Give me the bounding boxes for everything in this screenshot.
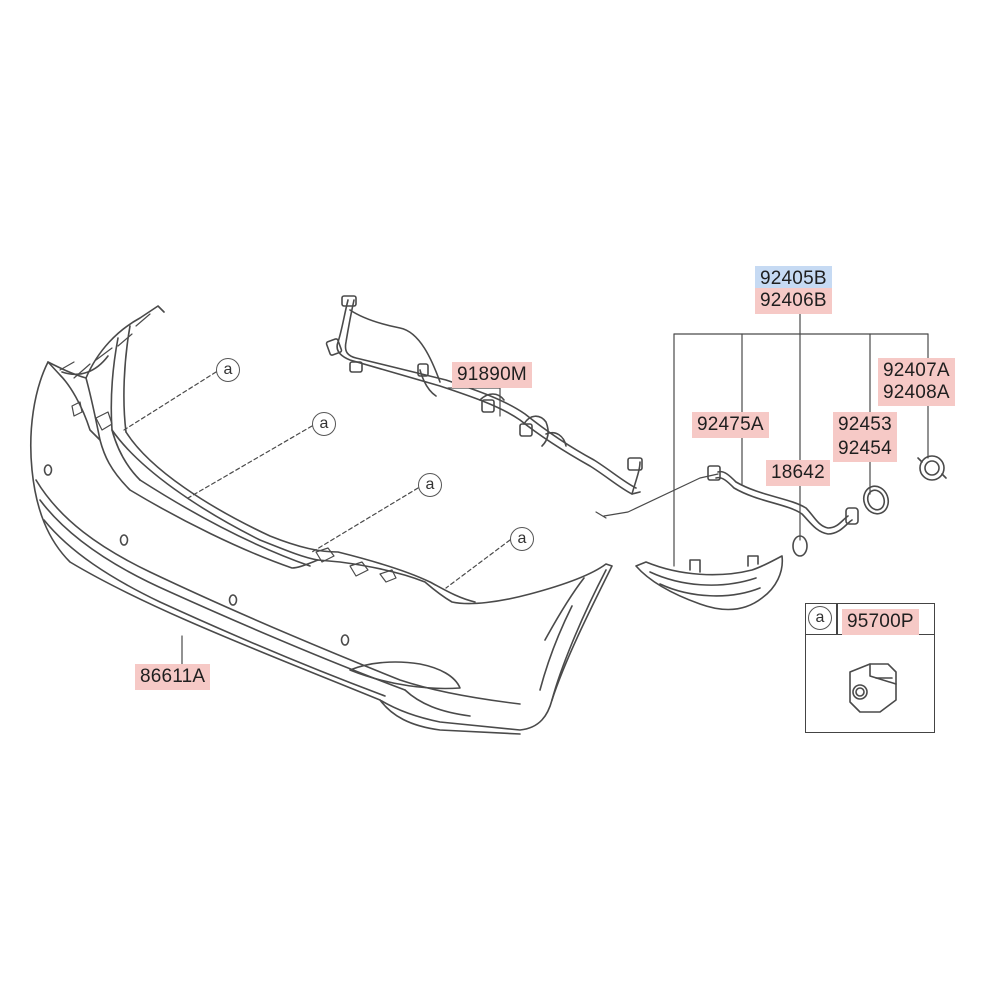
socket-wiring — [707, 455, 947, 557]
ref-marker-a-4: a — [510, 527, 534, 551]
part-label-18642[interactable]: 18642 — [766, 460, 830, 486]
part-label-92407a[interactable]: 92407A — [878, 358, 955, 384]
part-label-91890m[interactable]: 91890M — [452, 362, 532, 388]
part-label-92454[interactable]: 92454 — [833, 436, 897, 462]
ref-marker-a-3: a — [418, 473, 442, 497]
ref-marker-a-2: a — [312, 412, 336, 436]
part-label-92406b[interactable]: 92406B — [755, 288, 832, 314]
wiring-harness — [325, 295, 719, 519]
bumper-cover — [29, 305, 613, 735]
parking-sensor — [849, 663, 897, 713]
part-label-92408a[interactable]: 92408A — [878, 380, 955, 406]
part-label-92475a[interactable]: 92475A — [692, 412, 769, 438]
leader-lines — [123, 311, 929, 669]
part-label-92453[interactable]: 92453 — [833, 412, 897, 438]
part-label-95700p[interactable]: 95700P — [842, 609, 919, 635]
ref-marker-a-inset: a — [808, 606, 832, 630]
ref-marker-a-1: a — [216, 358, 240, 382]
lamp-assembly — [635, 555, 784, 611]
part-label-92405b[interactable]: 92405B — [755, 266, 832, 292]
part-label-86611a[interactable]: 86611A — [135, 664, 211, 690]
